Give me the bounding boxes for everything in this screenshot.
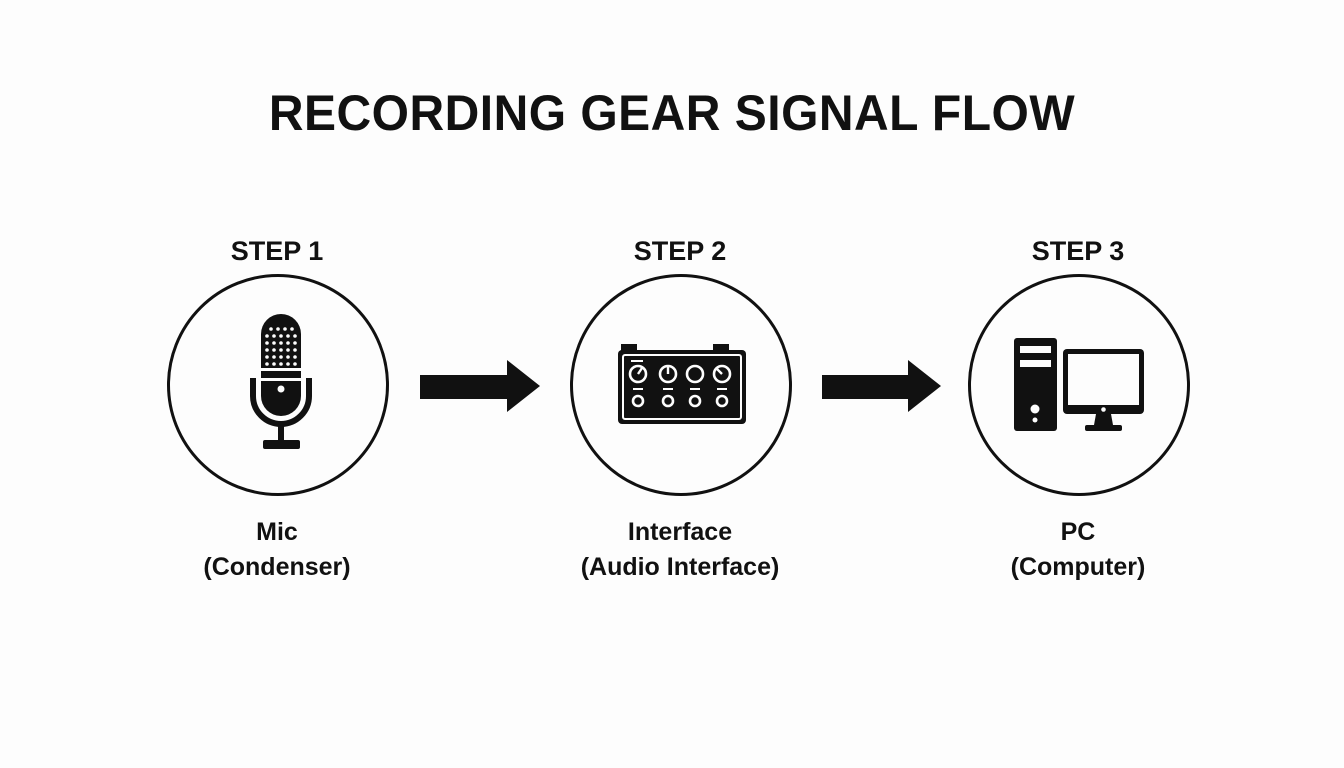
diagram-title: RECORDING GEAR SIGNAL FLOW <box>268 85 1076 141</box>
audio-interface-icon <box>618 344 746 424</box>
step-caption: Interface (Audio Interface) <box>530 515 830 585</box>
step-name: PC <box>1060 518 1096 546</box>
step-label: STEP 1 <box>230 236 324 266</box>
step-circle <box>968 274 1190 496</box>
computer-icon <box>1014 338 1144 431</box>
step-2: STEP 2 <box>530 0 830 768</box>
step-label: STEP 3 <box>1031 236 1125 266</box>
arrow-right-icon <box>420 360 540 412</box>
step-1: STEP 1 <box>127 0 427 768</box>
step-detail: (Condenser) <box>203 553 351 581</box>
step-name: Interface <box>627 518 733 546</box>
step-detail: (Computer) <box>1010 553 1146 581</box>
step-name: Mic <box>256 518 298 546</box>
arrow-right-icon <box>822 360 941 412</box>
step-detail: (Audio Interface) <box>580 553 780 581</box>
step-3: STEP 3 PC (Computer) <box>928 0 1228 768</box>
microphone-icon <box>250 314 312 449</box>
step-label: STEP 2 <box>633 236 727 266</box>
step-circle <box>570 274 792 496</box>
step-caption: Mic (Condenser) <box>127 515 427 585</box>
step-circle <box>167 274 389 496</box>
step-caption: PC (Computer) <box>928 515 1228 585</box>
